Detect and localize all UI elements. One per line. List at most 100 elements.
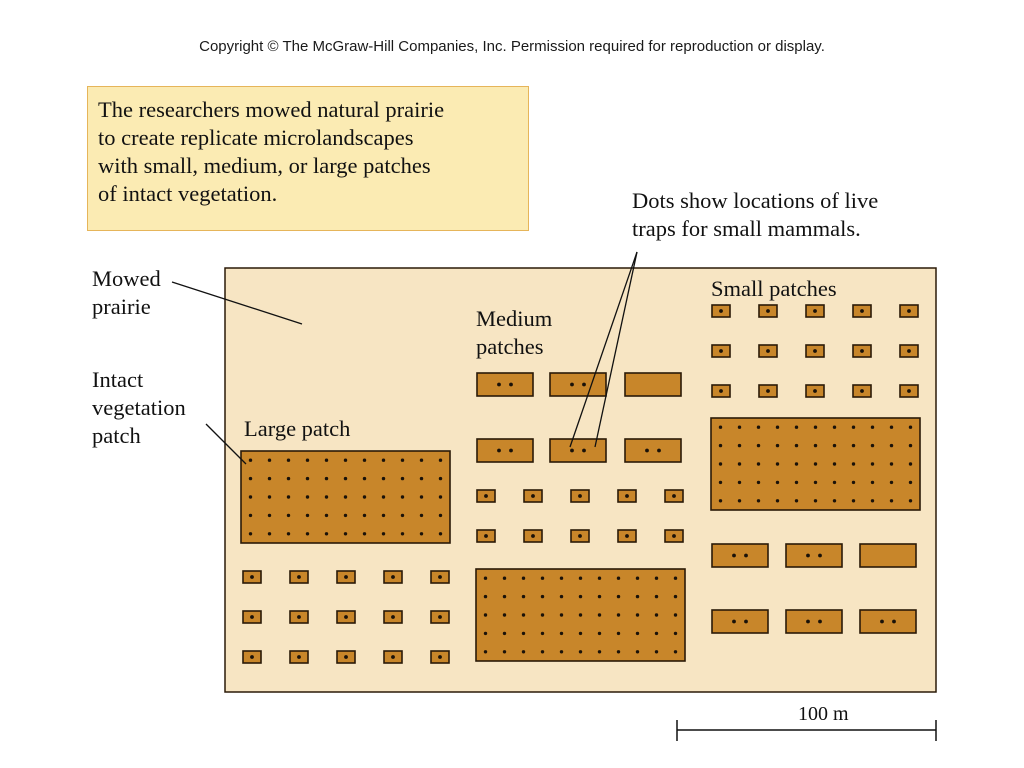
medium-patch <box>549 438 607 463</box>
trap-dot <box>484 534 488 538</box>
trap-dot <box>324 476 329 481</box>
trap-dot <box>305 532 310 536</box>
medium-patch <box>476 438 534 463</box>
trap-dot <box>870 462 875 466</box>
trap-dot <box>813 443 818 448</box>
trap-dot <box>625 494 629 498</box>
trap-dot <box>578 576 583 580</box>
trap-dot <box>497 448 501 453</box>
trap-dot <box>756 443 761 448</box>
trap-dot <box>744 619 748 624</box>
leader-lines <box>171 251 638 465</box>
trap-dot <box>744 553 748 558</box>
trap-dot <box>578 494 582 498</box>
trap-dot <box>718 443 723 448</box>
trap-dot <box>540 631 545 636</box>
trap-dot <box>813 389 817 393</box>
trap-dot <box>832 499 837 503</box>
medium-patch <box>859 609 917 634</box>
trap-dot <box>892 619 896 624</box>
trap-dot <box>559 613 564 617</box>
trap-dot <box>267 495 272 499</box>
trap-dot <box>570 382 574 387</box>
trap-dot <box>250 655 254 659</box>
trap-dot <box>672 534 676 538</box>
medium-patch <box>711 543 769 568</box>
trap-dot <box>775 462 780 466</box>
trap-dot <box>438 575 442 579</box>
label-medium-patches: Medium patches <box>476 306 553 359</box>
trap-dot <box>540 650 545 654</box>
trap-dot <box>324 458 329 462</box>
trap-dot <box>775 425 780 429</box>
trap-dot <box>267 458 272 462</box>
trap-dot <box>362 513 367 518</box>
trap-dot <box>756 499 761 503</box>
trap-dot <box>381 476 386 481</box>
trap-dot <box>343 532 348 536</box>
trap-dot <box>250 615 254 619</box>
medium-patch <box>711 609 769 634</box>
trap-dot <box>286 458 291 462</box>
trap-dot <box>483 594 488 599</box>
trap-dot <box>497 382 501 387</box>
trap-dot <box>616 631 621 636</box>
trap-dot <box>654 631 659 636</box>
trap-dot <box>438 458 443 462</box>
trap-dot <box>766 309 770 313</box>
trap-dot <box>908 443 913 448</box>
trap-dot <box>654 613 659 617</box>
trap-dot <box>832 480 837 485</box>
trap-dot <box>438 532 443 536</box>
trap-dot <box>832 443 837 448</box>
trap-dot <box>343 495 348 499</box>
trap-dot <box>343 458 348 462</box>
trap-dot <box>286 513 291 518</box>
trap-dot <box>908 499 913 503</box>
trap-dot <box>654 594 659 599</box>
trap-dot <box>324 513 329 518</box>
trap-dot <box>635 613 640 617</box>
trap-dot <box>305 495 310 499</box>
trap-dot <box>616 613 621 617</box>
trap-dot <box>502 576 507 580</box>
trap-dot <box>521 631 526 636</box>
trap-dot <box>673 631 678 636</box>
trap-dot <box>908 425 913 429</box>
trap-dot <box>737 462 742 466</box>
trap-dot <box>582 382 586 387</box>
trap-dot <box>381 495 386 499</box>
trap-dot <box>718 499 723 503</box>
label-mowed-prairie: Mowed prairie <box>92 266 161 319</box>
trap-dot <box>737 480 742 485</box>
trap-dot <box>419 532 424 536</box>
trap-dot <box>806 619 810 624</box>
trap-dot <box>851 480 856 485</box>
trap-dot <box>297 615 301 619</box>
trap-dot <box>343 476 348 481</box>
trap-dot <box>559 631 564 636</box>
medium-patch <box>624 372 682 397</box>
trap-dot <box>813 499 818 503</box>
trap-dot <box>267 513 272 518</box>
trap-dot <box>851 499 856 503</box>
trap-dot <box>654 576 659 580</box>
trap-dot <box>719 389 723 393</box>
trap-dot <box>851 425 856 429</box>
medium-patch <box>624 438 682 463</box>
trap-dot <box>813 425 818 429</box>
trap-dot <box>381 458 386 462</box>
trap-dot <box>870 425 875 429</box>
trap-dot <box>597 613 602 617</box>
trap-dot <box>438 655 442 659</box>
trap-dot <box>250 575 254 579</box>
trap-dot <box>889 443 894 448</box>
trap-dot <box>400 513 405 518</box>
trap-dot <box>718 425 723 429</box>
trap-dot <box>851 443 856 448</box>
trap-dot <box>889 499 894 503</box>
trap-dot <box>521 594 526 599</box>
trap-dot <box>818 553 822 558</box>
trap-dot <box>438 615 442 619</box>
trap-dot <box>654 650 659 654</box>
